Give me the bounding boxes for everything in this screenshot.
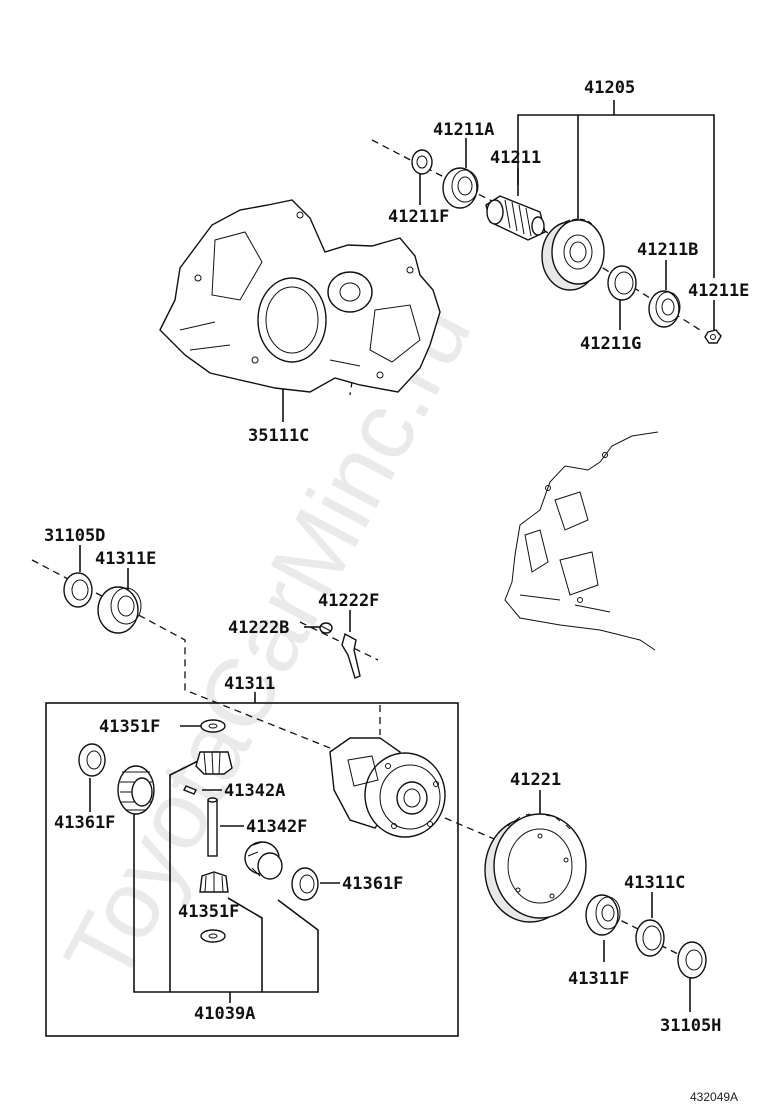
bracket-41039A-inner	[169, 759, 201, 992]
label-41311: 41311	[224, 674, 275, 694]
seal-41211G	[607, 265, 637, 301]
assembly-box-41311	[45, 702, 459, 1037]
label-35111C: 35111C	[248, 426, 309, 446]
shim-41311C	[635, 919, 665, 957]
washer-41211F-top	[411, 149, 433, 175]
washer-41361F-left	[78, 743, 106, 777]
label-41211A: 41211A	[433, 120, 494, 140]
label-31105D: 31105D	[44, 526, 105, 546]
bracket-41039A-inner2	[227, 897, 263, 992]
label-41311F: 41311F	[568, 969, 629, 989]
label-41311C: 41311C	[624, 873, 685, 893]
label-41351F-bottom: 41351F	[178, 902, 239, 922]
label-41211F-top: 41211F	[388, 207, 449, 227]
washer-41351F-bottom	[200, 929, 226, 943]
transmission-case-partial	[504, 431, 659, 651]
side-gear-left	[117, 765, 155, 815]
axis-middle-left	[31, 559, 361, 761]
bearing-41211A	[442, 167, 479, 209]
seal-31105H	[677, 941, 707, 979]
shaft-41342F	[207, 797, 218, 857]
nut-41211E	[704, 329, 722, 344]
label-41211G: 41211G	[580, 334, 641, 354]
bearing-41311F	[585, 894, 621, 936]
seal-31105D	[63, 572, 93, 608]
axis-speedometer	[299, 621, 379, 661]
bracket-41205	[517, 100, 715, 278]
label-41342F: 41342F	[246, 817, 307, 837]
transaxle-housing-35111C	[159, 199, 441, 393]
washer-41351F-top	[200, 719, 226, 733]
label-41351F-top: 41351F	[99, 717, 160, 737]
washer-41361F-right	[291, 867, 319, 901]
label-41361F-right: 41361F	[342, 874, 403, 894]
label-41205: 41205	[584, 78, 635, 98]
bearing-41311E	[97, 586, 142, 634]
differential-case	[329, 737, 446, 838]
label-41222F: 41222F	[318, 591, 379, 611]
plate-41222F	[341, 632, 361, 679]
label-41211B: 41211B	[637, 240, 698, 260]
side-gear-right	[244, 841, 283, 880]
label-41039A: 41039A	[194, 1004, 255, 1024]
label-41211E: 41211E	[688, 281, 749, 301]
shaft-41211	[485, 195, 546, 241]
label-41311E: 41311E	[95, 549, 156, 569]
pin-41342A	[183, 785, 197, 795]
pinion-gear-top	[195, 751, 233, 775]
bolt-41222B	[319, 622, 333, 634]
label-41221: 41221	[510, 770, 561, 790]
bearing-41211B	[648, 290, 681, 328]
label-41211: 41211	[490, 148, 541, 168]
figure-number: 432049A	[690, 1090, 738, 1104]
bracket-41039A	[133, 782, 319, 993]
watermark: ToyotaCarMinc.ru	[44, 285, 492, 999]
label-31105H: 31105H	[660, 1016, 721, 1036]
ring-gear-41221	[484, 813, 587, 923]
label-41361F-left: 41361F	[54, 813, 115, 833]
label-41222B: 41222B	[228, 618, 289, 638]
label-41342A: 41342A	[224, 781, 285, 801]
gear-41205	[541, 218, 605, 291]
pinion-gear-bottom	[199, 871, 229, 893]
